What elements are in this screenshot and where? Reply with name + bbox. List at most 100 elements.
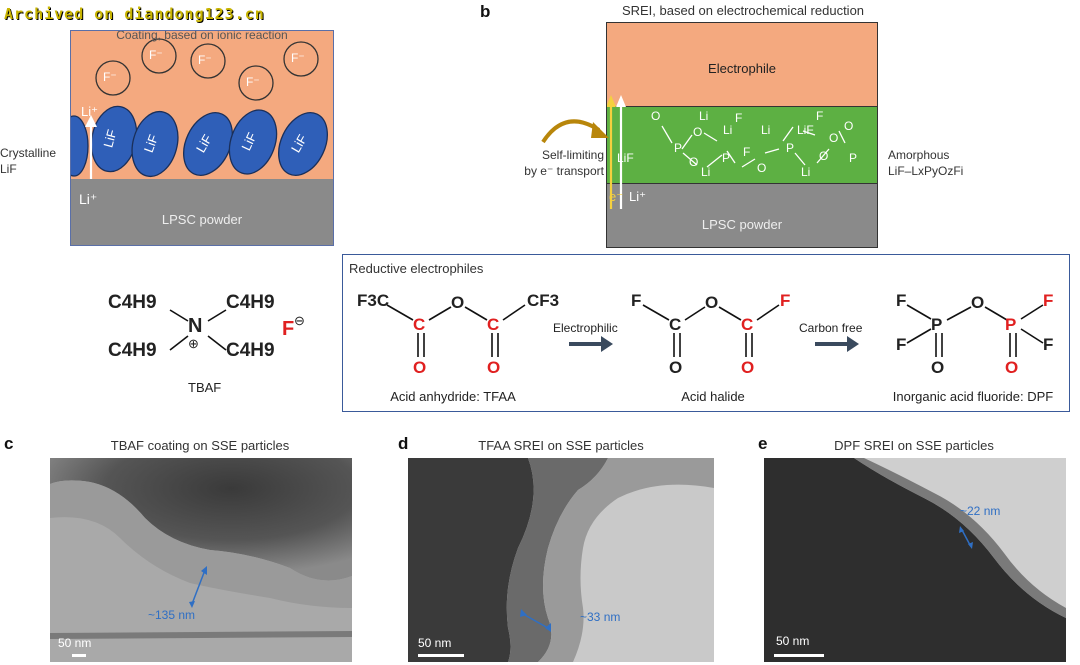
electron-arrowhead <box>607 95 616 107</box>
oxygen-label: O <box>487 358 501 377</box>
lif-crystal <box>71 115 89 177</box>
phosphorus-label: P <box>1005 315 1017 334</box>
coating-thickness-label: ~135 nm <box>148 608 196 622</box>
li-ion-label: Li⁺ <box>79 191 98 207</box>
atom-label: P <box>674 141 683 155</box>
atom-label: Li <box>801 165 811 179</box>
butyl-group-label: C4H9 <box>226 340 275 361</box>
substrate-label: LPSC powder <box>701 217 783 232</box>
fluorine-label: F <box>631 291 642 310</box>
atom-label: F <box>743 145 751 159</box>
fluorine-label: F <box>1043 335 1054 354</box>
panel-c-letter: c <box>4 434 14 453</box>
fluoride-ion-circle <box>238 65 274 101</box>
atom-label: O <box>819 149 829 163</box>
tbaf-name: TBAF <box>188 380 222 395</box>
fluoride-ion-circle <box>190 43 226 79</box>
tfaa-caption: Acid anhydride: TFAA <box>390 389 516 404</box>
butyl-group-label: C4H9 <box>108 340 157 361</box>
panel-e-tem-image: ~22 nm 50 nm <box>764 458 1066 662</box>
atom-label: F <box>816 109 824 123</box>
electrophile-label: Electrophile <box>708 61 776 76</box>
atom-label: P <box>722 151 731 165</box>
atom-label: P <box>786 141 795 155</box>
carbon-label: C <box>669 315 682 334</box>
crystalline-label: Crystalline <box>0 146 57 160</box>
fluorine-label: F <box>896 291 907 310</box>
crystalline-lif-label: LiF <box>0 162 17 176</box>
atom-label: F <box>735 111 743 125</box>
reductive-electrophiles-box: Reductive electrophiles <box>342 254 1070 412</box>
panel-b: Electrophile O Li F F Li O Li LiF O P Li… <box>606 22 878 248</box>
atom-label: Li <box>723 123 733 137</box>
li-ion-label: Li⁺ <box>629 189 646 204</box>
atom-label: O <box>693 125 703 139</box>
fluoride-ion-label: F⁻ <box>149 48 163 62</box>
fluoride-ion-circle <box>283 41 319 77</box>
atom-label: Li <box>761 123 771 137</box>
dpf-caption: Inorganic acid fluoride: DPF <box>892 389 1054 404</box>
panel-e-letter: e <box>758 434 768 453</box>
fluoride-ion-label: F⁻ <box>291 51 305 65</box>
panel-a: Coating, based on ionic reaction F⁻ F⁻ F… <box>70 30 334 246</box>
srei-thickness-label: ~33 nm <box>580 610 621 624</box>
cf3-group-label: CF3 <box>527 291 560 310</box>
oxygen-label: O <box>1005 358 1019 377</box>
panel-c-tem-image: ~135 nm 50 nm <box>50 458 352 662</box>
oxygen-label: O <box>705 293 719 312</box>
atom-label: LiF <box>617 151 634 165</box>
self-limiting-label: Self-limiting <box>541 148 604 162</box>
fluorine-label: F <box>1043 291 1054 310</box>
phosphorus-label: P <box>931 315 943 334</box>
oxygen-label: O <box>971 293 985 312</box>
lpsc-substrate <box>607 184 877 247</box>
molecule-bonds <box>386 304 1044 357</box>
fluorine-label: F <box>896 335 907 354</box>
atom-label: Li <box>699 109 709 123</box>
self-limiting-label-2: by e⁻ transport <box>524 164 604 178</box>
nitrogen-label: N <box>188 315 203 337</box>
fluoride-ion-label: F⁻ <box>198 53 212 67</box>
positive-charge-icon: ⊕ <box>188 336 199 351</box>
li-ion-arrowhead <box>616 95 626 107</box>
li-ion-label-top: Li⁺ <box>81 104 98 119</box>
carbon-label: C <box>741 315 754 334</box>
fluorine-label: F <box>780 291 791 310</box>
srei-thickness-label: ~22 nm <box>960 504 1001 518</box>
fluoride-ion-circle <box>95 60 131 96</box>
lif-crystal <box>183 112 233 176</box>
scale-bar-label: 50 nm <box>418 636 452 650</box>
atom-label: O <box>651 109 661 123</box>
scale-bar-label: 50 nm <box>58 636 92 650</box>
lif-crystal <box>131 110 179 178</box>
carbon-free-label: Carbon free <box>799 321 863 335</box>
box-title: Reductive electrophiles <box>349 261 484 276</box>
electron-label: e⁻ <box>609 189 624 204</box>
oxygen-label: O <box>451 293 465 312</box>
atom-label: O <box>689 155 699 169</box>
li-ion-arrowhead <box>85 115 97 127</box>
substrate-label: LPSC powder <box>161 212 243 227</box>
atom-label: LiF <box>797 123 814 137</box>
negative-charge-icon: ⊖ <box>294 313 305 328</box>
fluoride-ion-label: F⁻ <box>103 70 117 84</box>
fluoride-label: F <box>282 318 295 340</box>
panel-d-letter: d <box>398 434 409 453</box>
lif-crystal <box>278 112 328 176</box>
butyl-group-label: C4H9 <box>226 292 275 313</box>
oxygen-label: O <box>741 358 755 377</box>
carbon-label: C <box>413 315 426 334</box>
atom-label: P <box>849 151 858 165</box>
panel-b-letter: b <box>480 2 491 21</box>
watermark-text: Archived on diandong123.cn <box>4 5 265 23</box>
oxygen-label: O <box>669 358 683 377</box>
fluoride-ion-circle <box>141 38 177 74</box>
panel-d-tem-image: ~33 nm 50 nm <box>408 458 714 662</box>
panel-a-title: Coating, based on ionic reaction <box>116 30 288 42</box>
panel-a-diagram <box>71 31 333 245</box>
self-limiting-arrow <box>541 119 609 144</box>
electrophilic-label: Electrophilic <box>553 321 618 335</box>
atom-label: O <box>829 131 839 145</box>
panel-d-title: TFAA SREI on SSE particles <box>478 438 644 453</box>
carbon-label: C <box>487 315 500 334</box>
